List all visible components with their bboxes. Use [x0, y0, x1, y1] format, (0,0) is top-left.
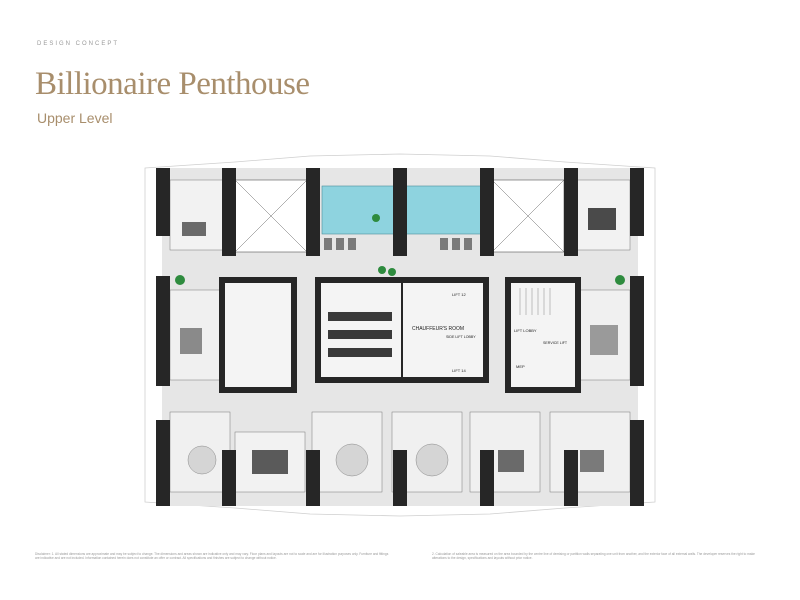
bed	[580, 450, 604, 472]
floor-plan: CHAUFFEUR'S ROOM LIFT 12 SIDE LIFT LOBBY…	[144, 153, 656, 517]
facade-outline	[144, 153, 656, 517]
label-chauffeurs-room: CHAUFFEUR'S ROOM	[412, 326, 464, 332]
page-title: Billionaire Penthouse	[35, 66, 310, 102]
tub	[187, 445, 217, 475]
parking-bays	[328, 312, 392, 357]
label-lift-14: LIFT 14	[452, 368, 466, 373]
page-subtitle: Upper Level	[37, 110, 113, 126]
disclaimer-right: 2. Calculation of saleable area is measu…	[432, 552, 755, 561]
structural-columns	[156, 168, 644, 506]
label-mep: MEP	[516, 364, 525, 369]
tub	[335, 443, 369, 477]
label-lift-12: LIFT 12	[452, 292, 466, 297]
bed	[180, 328, 202, 354]
label-service-lift: SERVICE LIFT	[543, 341, 568, 345]
eyebrow-label: DESIGN CONCEPT	[37, 41, 120, 47]
label-side-lift-lobby: SIDE LIFT LOBBY	[446, 335, 476, 339]
core-left	[219, 277, 297, 393]
plants	[175, 214, 625, 285]
core-right	[505, 277, 581, 393]
void-right-cross	[491, 179, 565, 253]
label-lift-lobby: LIFT LOBBY	[514, 328, 537, 333]
bed	[498, 450, 524, 472]
furniture	[588, 208, 616, 230]
room-top-left	[169, 179, 231, 251]
stair	[519, 288, 551, 315]
furniture	[182, 222, 206, 236]
tub	[415, 443, 449, 477]
furniture	[590, 325, 618, 355]
sofa	[252, 450, 288, 474]
pool-loungers	[324, 238, 472, 250]
disclaimer-left: Disclaimer: 1. All stated dimensions are…	[35, 552, 389, 561]
void-left-cross	[234, 179, 308, 253]
